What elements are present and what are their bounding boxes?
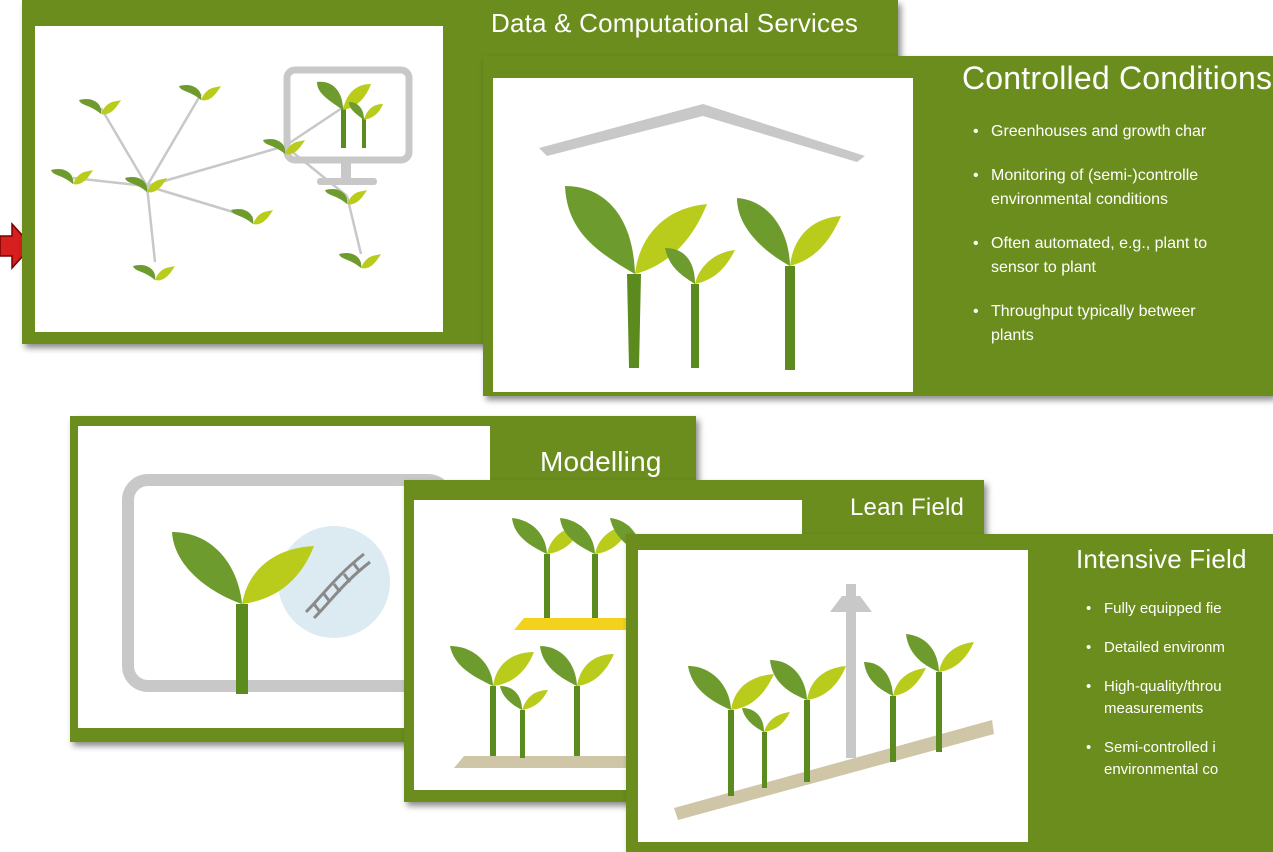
card-title: Lean Field (850, 494, 965, 521)
card-title: Intensive Field (1076, 544, 1247, 574)
intensive-field-plants-icon (674, 584, 994, 820)
list-item: Detailed environm (1086, 637, 1225, 659)
card-title: Controlled Conditions (962, 60, 1273, 96)
list-item: Monitoring of (semi-)controlleenvironmen… (973, 164, 1207, 212)
card-image-frame (493, 78, 913, 392)
intensive-field-bullets: Fully equipped fie Detailed environm Hig… (1086, 598, 1225, 781)
controlled-conditions-bullets: Greenhouses and growth char Monitoring o… (973, 120, 1207, 348)
card-image-frame (35, 26, 443, 332)
card-title: Data & Computational Services (491, 8, 859, 38)
card-title: Modelling (540, 446, 662, 477)
plant-network-icon (51, 66, 413, 281)
list-item: Fully equipped fie (1086, 598, 1225, 620)
card-image-frame (638, 550, 1028, 842)
card-controlled-conditions: Controlled Conditions Greenhouses and gr… (483, 56, 1273, 396)
card-intensive-field: Intensive Field Fully e (626, 534, 1273, 852)
list-item: Greenhouses and growth char (973, 120, 1207, 144)
greenhouse-plants-icon (539, 104, 865, 370)
